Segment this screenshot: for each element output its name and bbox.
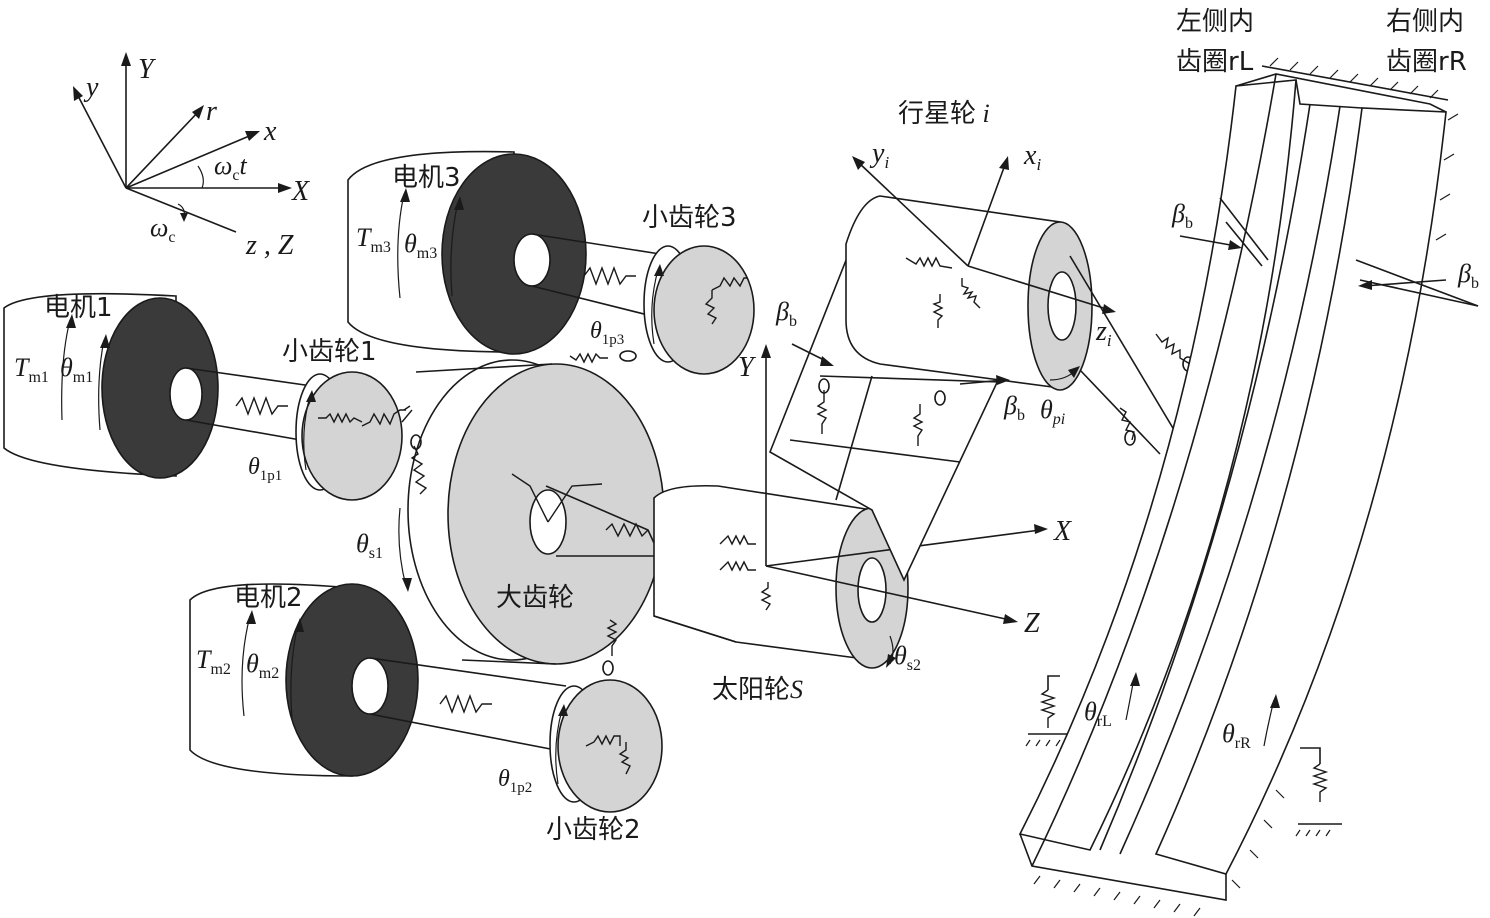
motor-3: 电机3 Tm3 θm3 [347, 150, 661, 355]
pinion-3: 小齿轮3 θ1p3 [569, 203, 755, 375]
theta-pi: θpi [1040, 395, 1065, 428]
planet-axis-y: yi [869, 138, 889, 172]
motor-1-label: 电机1 [44, 293, 113, 323]
left-ring-label-line2: 齿圈rL [1176, 47, 1254, 77]
motor-2-angle: θm2 [246, 649, 279, 682]
svg-text:θs1: θs1 [356, 529, 383, 562]
axis-Y-label: Y [138, 54, 157, 85]
planet-axis-x: xi [1023, 140, 1041, 174]
motor-2-torque: Tm2 [196, 645, 231, 678]
pinion-2-angle: θ1p2 [498, 766, 532, 796]
axis-x-label: x [263, 116, 277, 147]
pinion-3-angle: θ1p3 [590, 318, 624, 348]
right-ring-label-line2: 齿圈rR [1386, 47, 1467, 77]
motor-2-label: 电机2 [234, 583, 303, 613]
theta-s2: θs2 [894, 641, 921, 674]
motor-3-angle: θm3 [404, 229, 437, 262]
svg-text:Y: Y [738, 352, 757, 383]
theta-s1: θs1 [356, 507, 412, 592]
planet-gear-label: 行星轮 i [898, 99, 990, 129]
sun-gear: θs2 太阳轮S [653, 484, 921, 705]
big-gear: 大齿轮 [407, 359, 665, 665]
beta-b-planet-1: βb [775, 297, 797, 330]
pinion-2-label: 小齿轮2 [546, 815, 641, 845]
motor-3-torque: Tm3 [356, 223, 391, 256]
svg-text:Z: Z [1024, 608, 1040, 639]
center-coordinate-system: Y X Z [738, 344, 1072, 639]
sun-gear-label: 太阳轮S [712, 675, 803, 705]
theta-rR: θrR [1222, 719, 1251, 752]
motor-2: 电机2 Tm2 θm2 [189, 583, 567, 777]
pinion-1-label: 小齿轮1 [282, 337, 377, 367]
right-ring-label-line1: 右侧内 [1386, 7, 1464, 37]
left-ring-label-line1: 左侧内 [1176, 7, 1254, 37]
motor-3-label: 电机3 [392, 163, 461, 193]
pinion-1-angle: θ1p1 [248, 454, 282, 484]
motor-1: 电机1 Tm1 θm1 [3, 292, 313, 479]
pinion-1: 小齿轮1 θ1p1 [248, 337, 428, 501]
planet-axis-z: zi [1095, 316, 1112, 350]
omega-c-label: ωc [150, 213, 175, 246]
beta-b-ring-left: βb [1171, 199, 1193, 232]
pinion-3-label: 小齿轮3 [642, 203, 737, 233]
planet-gear: yi xi zi 行星轮 i θpi βb βb [769, 99, 1211, 582]
svg-text:X: X [1053, 516, 1072, 547]
ring-gears: βb βb θrL θrR 左侧内 齿圈rL 右侧内 齿圈rR [1018, 7, 1479, 917]
axis-y-label: y [83, 72, 99, 103]
global-coordinate-system: Y y r x X z , Z ωct ωc [73, 52, 310, 261]
axis-r-label: r [206, 96, 217, 127]
pinion-2: 小齿轮2 θ1p2 [498, 619, 663, 845]
beta-b-ring-right: βb [1457, 259, 1479, 292]
omega-c-t-label: ωct [214, 151, 247, 184]
motor-1-torque: Tm1 [14, 353, 49, 386]
axis-X-label: X [291, 176, 310, 207]
theta-rL: θrL [1084, 697, 1112, 730]
axis-zZ-label: z , Z [245, 230, 294, 261]
beta-b-planet-2: βb [1003, 391, 1025, 424]
big-gear-label: 大齿轮 [496, 583, 574, 613]
